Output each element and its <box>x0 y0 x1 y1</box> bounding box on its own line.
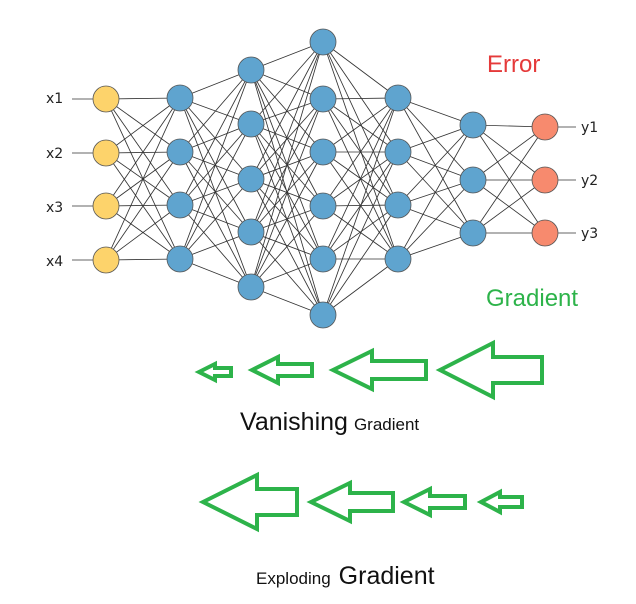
output-node-l7-2 <box>531 166 559 194</box>
edge-l1-n4-n3 <box>105 204 181 261</box>
vanishing-caption-word: Vanishing <box>240 408 348 436</box>
input-label-x4: x4 <box>46 254 63 270</box>
hidden-node-l6-3 <box>459 219 487 247</box>
output-label-y3: y3 <box>581 226 598 242</box>
edge-l1-n2-n1 <box>105 97 181 154</box>
vanishing-arrow-4-icon <box>194 360 233 384</box>
edge-l4-n6-n3 <box>322 204 399 316</box>
edge-l6-n3-n2 <box>472 179 546 234</box>
edge-l1-n4-n1 <box>105 97 181 261</box>
input-node-l1-1 <box>92 85 120 113</box>
hidden-node-l3-5 <box>237 273 265 301</box>
hidden-node-l5-2 <box>384 138 412 166</box>
network-nodes <box>92 28 559 329</box>
edge-l4-n5-n3 <box>322 204 399 260</box>
hidden-node-l4-6 <box>309 301 337 329</box>
hidden-node-l3-3 <box>237 165 265 193</box>
edge-l2-n1-n3 <box>179 97 252 180</box>
hidden-node-l3-2 <box>237 110 265 138</box>
input-label-x1: x1 <box>46 91 63 107</box>
hidden-node-l6-2 <box>459 166 487 194</box>
edge-l2-n4-n1 <box>179 69 252 260</box>
edge-l4-n5-n1 <box>322 97 399 260</box>
output-label-y1: y1 <box>581 120 598 136</box>
exploding-arrow-1-icon <box>198 471 299 533</box>
edge-l1-n4-n2 <box>105 151 181 261</box>
vanishing-arrow-3-icon <box>247 353 314 387</box>
exploding-arrow-4-icon <box>476 488 524 516</box>
output-node-l7-3 <box>531 219 559 247</box>
edge-l2-n3-n5 <box>179 204 252 288</box>
edge-l3-n5-n1 <box>250 41 324 288</box>
hidden-node-l4-4 <box>309 192 337 220</box>
edge-l2-n3-n1 <box>179 69 252 206</box>
hidden-node-l6-1 <box>459 111 487 139</box>
edge-l3-n2-n1 <box>250 41 324 125</box>
exploding-arrow-2-icon <box>306 479 395 525</box>
edge-l3-n5-n3 <box>250 151 324 288</box>
hidden-node-l3-1 <box>237 56 265 84</box>
edge-l6-n1-n2 <box>472 124 546 181</box>
input-node-l1-4 <box>92 246 120 274</box>
output-node-l7-1 <box>531 113 559 141</box>
edge-l2-n4-n3 <box>179 178 252 260</box>
edge-l2-n2-n1 <box>179 69 252 153</box>
edge-l4-n4-n1 <box>322 97 399 207</box>
edge-l6-n3-n1 <box>472 126 546 234</box>
hidden-node-l5-4 <box>384 245 412 273</box>
exploding-arrow-3-icon <box>399 485 467 519</box>
exploding-caption-gradient: Gradient <box>339 562 435 590</box>
hidden-node-l5-1 <box>384 84 412 112</box>
edge-l6-n1-n3 <box>472 124 546 234</box>
input-label-x3: x3 <box>46 200 63 216</box>
vanishing-arrow-1-icon <box>435 339 544 401</box>
edge-l2-n4-n2 <box>179 123 252 260</box>
input-label-x2: x2 <box>46 146 63 162</box>
edge-l4-n6-n2 <box>322 151 399 316</box>
edge-l3-n3-n1 <box>250 41 324 180</box>
edge-l6-n2-n1 <box>472 126 546 181</box>
hidden-node-l3-4 <box>237 218 265 246</box>
edge-l4-n1-n3 <box>322 41 399 206</box>
edge-l3-n3-n2 <box>250 98 324 180</box>
edge-l3-n5-n2 <box>250 98 324 288</box>
output-label-y2: y2 <box>581 173 598 189</box>
edge-l4-n3-n1 <box>322 97 399 153</box>
edge-l5-n4-n1 <box>397 124 474 260</box>
hidden-node-l2-3 <box>166 191 194 219</box>
edge-l3-n4-n1 <box>250 41 324 233</box>
hidden-node-l2-2 <box>166 138 194 166</box>
exploding-caption-word: Exploding <box>256 569 331 588</box>
hidden-node-l4-3 <box>309 138 337 166</box>
hidden-node-l4-2 <box>309 85 337 113</box>
error-title: Error <box>487 51 540 78</box>
edge-l5-n1-n2 <box>397 97 474 181</box>
edge-l4-n1-n1 <box>322 41 399 99</box>
edge-l1-n3-n1 <box>105 97 181 207</box>
vanishing-caption: Vanishing Gradient <box>240 408 419 436</box>
edge-l5-n4-n2 <box>397 179 474 260</box>
vanishing-arrow-2-icon <box>328 347 428 393</box>
hidden-node-l2-4 <box>166 245 194 273</box>
hidden-node-l5-3 <box>384 191 412 219</box>
hidden-node-l4-5 <box>309 245 337 273</box>
exploding-caption: Exploding Gradient <box>256 562 435 590</box>
vanishing-caption-gradient: Gradient <box>354 415 419 434</box>
edge-l5-n3-n1 <box>397 124 474 206</box>
hidden-node-l4-1 <box>309 28 337 56</box>
edge-l4-n6-n4 <box>322 258 399 316</box>
edge-l4-n6-n1 <box>322 97 399 316</box>
edge-l3-n4-n6 <box>250 231 324 316</box>
hidden-node-l2-1 <box>166 84 194 112</box>
edge-l3-n5-n4 <box>250 205 324 288</box>
input-node-l1-3 <box>92 192 120 220</box>
input-node-l1-2 <box>92 139 120 167</box>
gradient-title: Gradient <box>486 285 578 312</box>
